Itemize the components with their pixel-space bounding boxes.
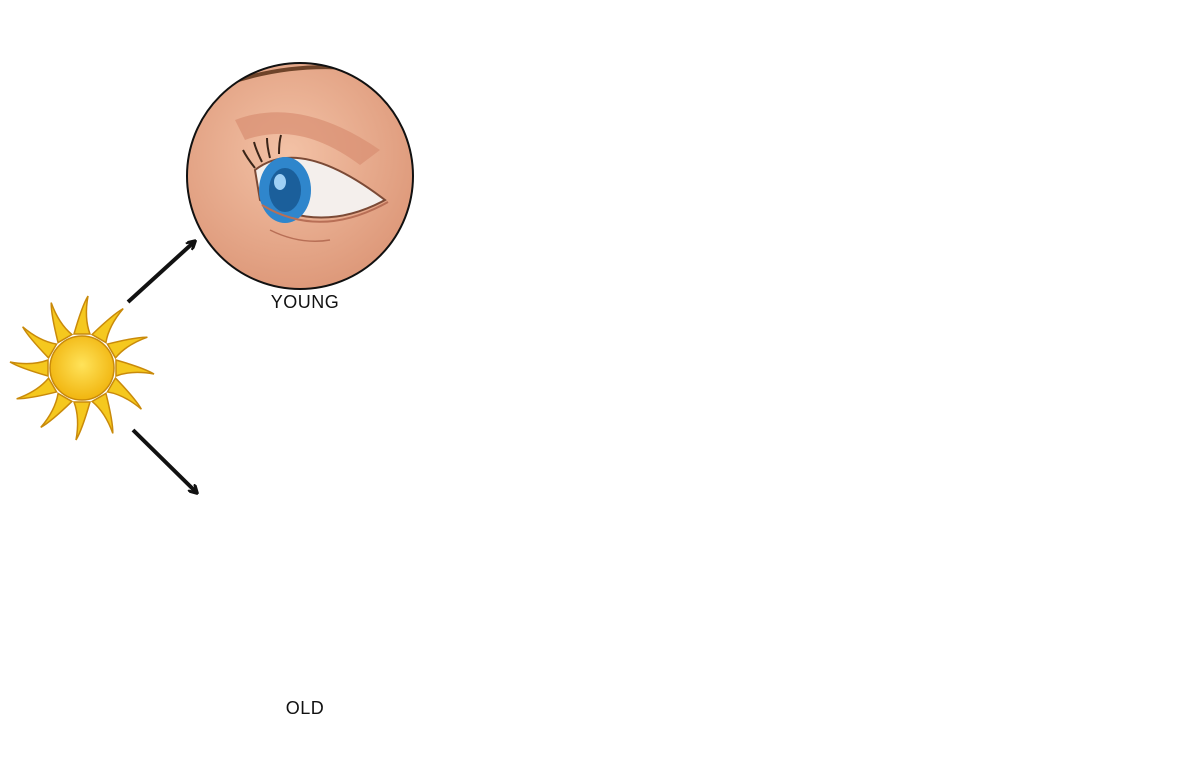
sun-icon	[9, 295, 155, 441]
old-label: OLD	[285, 698, 325, 718]
young-eye-icon	[186, 62, 414, 290]
young-label: YOUNG	[270, 292, 340, 312]
arrow-sun-to-old	[131, 428, 196, 492]
arrow-sun-to-young	[126, 242, 194, 304]
